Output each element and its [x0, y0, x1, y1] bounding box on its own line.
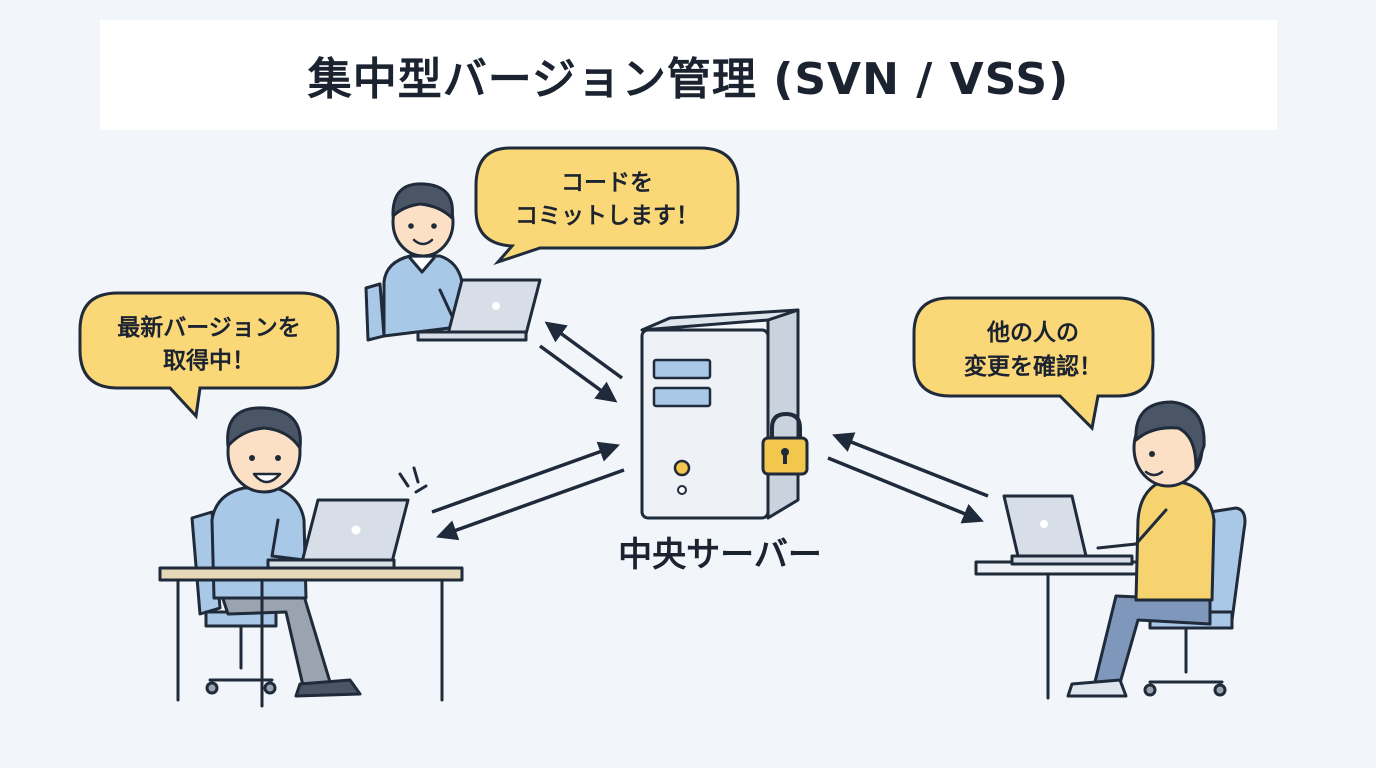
- arrow-top-to-server: [538, 344, 618, 403]
- arrow-server-to-left: [436, 468, 625, 541]
- speech-bubble-right: 他の人の 変更を確認！: [912, 296, 1155, 432]
- lock-icon: [761, 411, 809, 476]
- person-top: [364, 182, 542, 342]
- server-icon: [640, 308, 800, 520]
- title-bar: 集中型バージョン管理 (SVN / VSS): [100, 20, 1277, 130]
- bubble-right-line1: 他の人の: [986, 320, 1079, 346]
- speech-bubble-top: コードを コミットします！: [474, 146, 740, 266]
- arrow-server-to-top: [544, 321, 624, 380]
- bubble-top-line1: コードを: [561, 170, 653, 196]
- bubble-top-line2: コミットします！: [515, 203, 699, 229]
- bubble-right-line2: 変更を確認！: [964, 353, 1102, 380]
- bubble-left-line2: 取得中！: [163, 347, 255, 374]
- server-label: 中央サーバー: [618, 535, 822, 575]
- arrow-right-to-server: [832, 432, 989, 498]
- arrow-left-to-server: [431, 441, 620, 514]
- page-title: 集中型バージョン管理 (SVN / VSS): [307, 54, 1070, 105]
- bubble-left-line1: 最新バージョンを: [117, 314, 301, 341]
- arrow-server-to-right: [827, 456, 984, 524]
- person-left: [158, 406, 464, 708]
- arrows: [431, 321, 989, 541]
- speech-bubble-left: 最新バージョンを 取得中！: [78, 291, 340, 420]
- person-right: [974, 400, 1247, 700]
